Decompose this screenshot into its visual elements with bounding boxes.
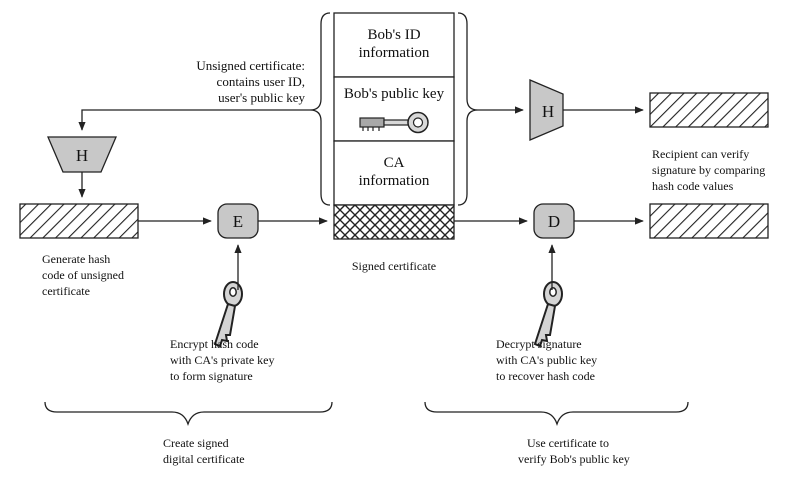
key-icon	[359, 111, 429, 134]
generate-label-1: Generate hash	[42, 252, 110, 266]
arrow-to-left-hash	[78, 109, 310, 131]
hash-right-label: H	[542, 102, 554, 121]
encrypt-label-2: with CA's private key	[170, 353, 274, 367]
hash-code-left	[19, 203, 139, 239]
use-brace	[424, 401, 689, 427]
signature-block	[333, 204, 455, 240]
use-label-1: Use certificate to	[527, 436, 609, 450]
use-label-2: verify Bob's public key	[518, 452, 630, 466]
decrypt-label-1: Decrypt signature	[496, 337, 582, 351]
public-key-box	[333, 76, 455, 142]
id-info-line1: Bob's ID	[367, 27, 420, 43]
unsigned-label-2: contains user ID,	[217, 74, 305, 89]
create-label-1: Create signed	[163, 436, 229, 450]
generate-label-2: code of unsigned	[42, 268, 124, 282]
ca-info-line1: CA	[384, 155, 405, 171]
signed-certificate-label: Signed certificate	[352, 259, 436, 273]
verify-label-1: Recipient can verify	[652, 147, 749, 161]
encrypt-label: E	[233, 212, 243, 231]
hash-function-right	[529, 79, 564, 141]
decrypt-label-3: to recover hash code	[496, 369, 595, 383]
ca-info-line2: information	[359, 173, 430, 189]
encrypt-label-1: Encrypt hash code	[170, 337, 259, 351]
hash-left-label: H	[76, 146, 88, 165]
create-brace	[44, 401, 333, 427]
verify-label-2: signature by comparing	[652, 163, 765, 177]
hash-function-left	[47, 136, 117, 173]
id-info-box	[333, 12, 455, 78]
hash-code-bottom-right	[649, 203, 769, 239]
certificate-stack: Bob's ID information Bob's public key CA…	[333, 12, 455, 273]
verify-label-3: hash code values	[652, 179, 734, 193]
decrypt-label: D	[548, 212, 560, 231]
encrypt-label-3: to form signature	[170, 369, 253, 383]
left-brace	[309, 12, 331, 206]
hash-code-top-right	[649, 92, 769, 128]
generate-label-3: certificate	[42, 284, 90, 298]
right-brace	[457, 12, 479, 206]
create-label-2: digital certificate	[163, 452, 245, 466]
unsigned-label-1: Unsigned certificate:	[196, 58, 305, 73]
public-key-label: Bob's public key	[344, 86, 445, 102]
ca-info-box	[333, 140, 455, 206]
decrypt-label-2: with CA's public key	[496, 353, 597, 367]
id-info-line2: information	[359, 45, 430, 61]
unsigned-label-3: user's public key	[218, 90, 305, 105]
